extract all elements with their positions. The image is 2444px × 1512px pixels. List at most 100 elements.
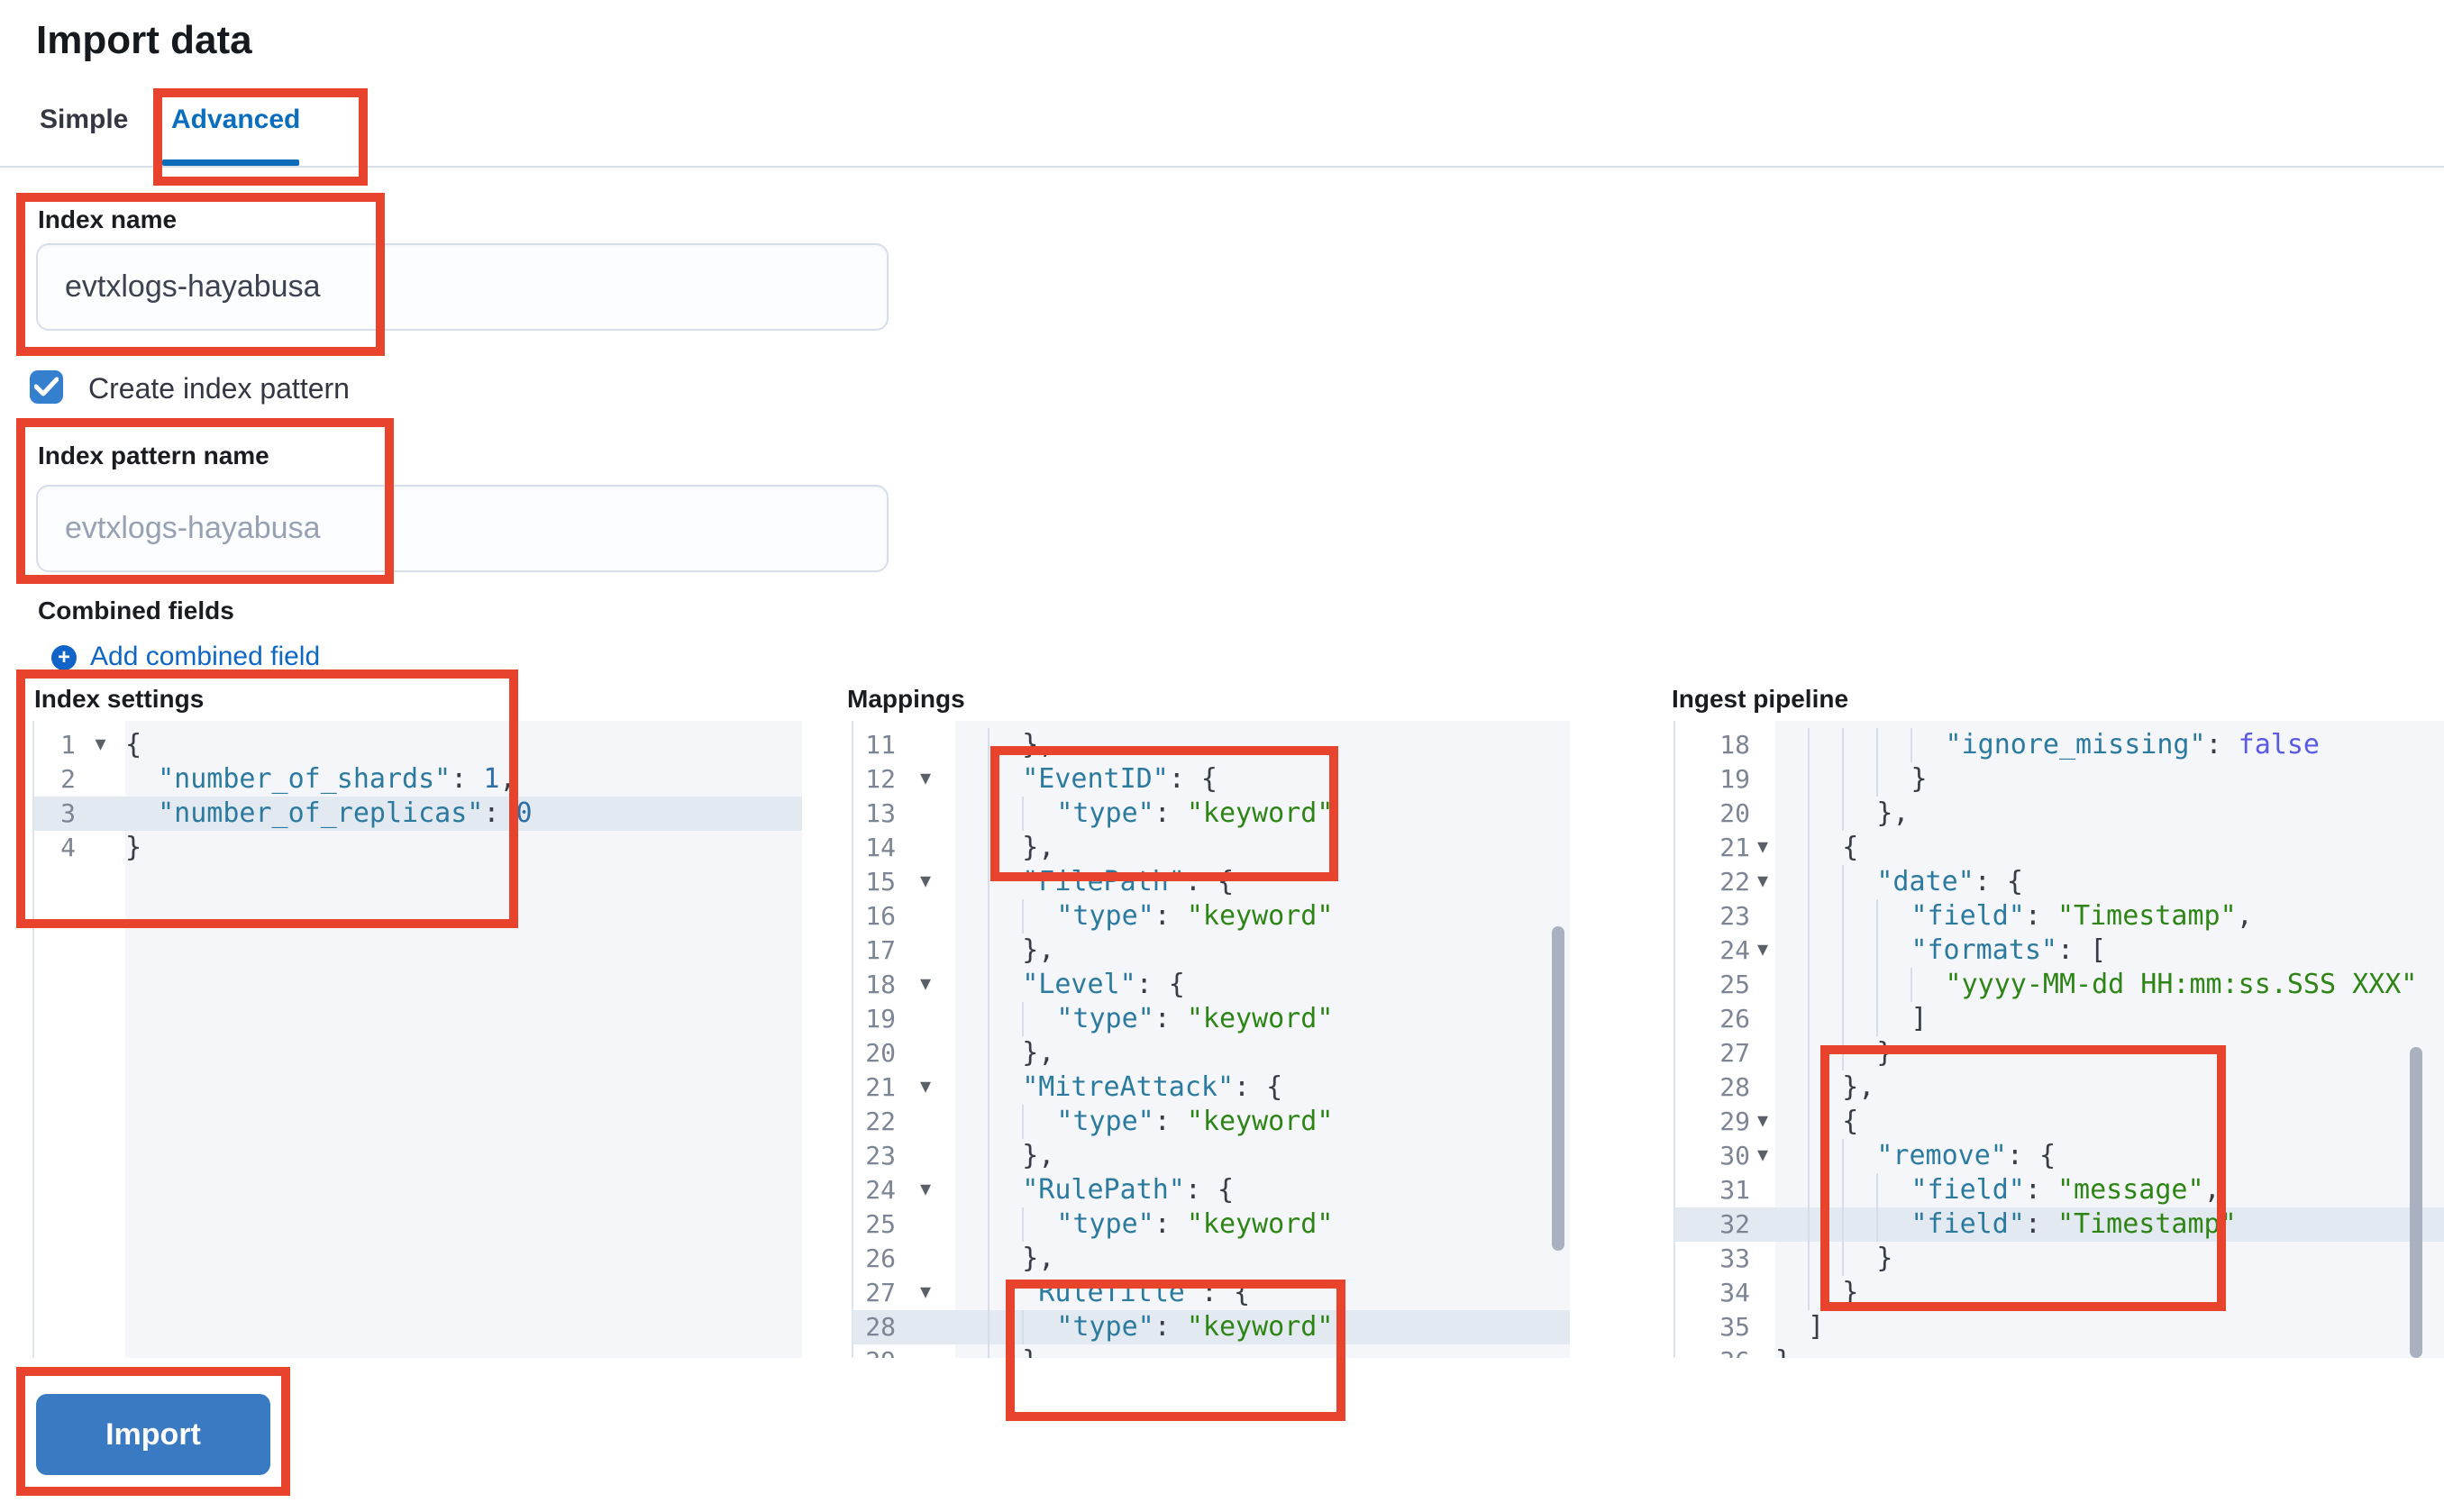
code-line: 29{ — [1675, 1105, 2444, 1139]
gutter-line-number: 4 — [60, 833, 76, 862]
code-text: "date": { — [1775, 865, 2444, 899]
code-text: "ignore_missing": false — [1775, 728, 2444, 762]
code-text: { — [1775, 1105, 2444, 1139]
code-line: 15"FilePath": { — [853, 865, 1570, 899]
gutter-line-number: 31 — [1719, 1175, 1750, 1205]
gutter-line-number: 19 — [1719, 764, 1750, 794]
gutter-line-number: 28 — [865, 1312, 896, 1342]
fold-arrow-icon[interactable] — [1750, 1106, 1775, 1139]
gutter-line-number: 20 — [1719, 798, 1750, 828]
create-index-pattern-checkbox[interactable] — [30, 370, 63, 404]
code-text: "field": "message", — [1775, 1173, 2444, 1207]
code-line: 30"remove": { — [1675, 1139, 2444, 1173]
mappings-editor[interactable]: 11},12"EventID": {13"type": "keyword"14}… — [852, 721, 1570, 1358]
tab-advanced[interactable]: Advanced — [171, 105, 301, 134]
gutter-line-number: 18 — [853, 968, 955, 1002]
index-settings-editor[interactable]: 1{2"number_of_shards": 1,3"number_of_rep… — [32, 721, 802, 1358]
gutter-line-number: 1 — [34, 728, 125, 762]
gutter-line-number: 27 — [853, 1276, 955, 1310]
fold-arrow-icon[interactable] — [896, 1071, 955, 1105]
code-text: } — [1775, 1344, 2444, 1358]
gutter-line-number: 36 — [1675, 1344, 1775, 1358]
gutter-line-number: 17 — [865, 935, 896, 965]
code-text: "Level": { — [955, 968, 1570, 1002]
gutter-line-number: 28 — [1719, 1072, 1750, 1102]
fold-arrow-icon[interactable] — [1750, 832, 1775, 865]
code-line: 36} — [1675, 1344, 2444, 1358]
code-background — [955, 721, 1570, 1358]
create-index-pattern-label: Create index pattern — [88, 372, 350, 405]
code-text: "type": "keyword" — [955, 1207, 1570, 1242]
ingest-pipeline-scrollbar-thumb[interactable] — [2410, 1047, 2422, 1358]
code-line: 23"field": "Timestamp", — [1675, 899, 2444, 934]
fold-arrow-icon[interactable] — [896, 969, 955, 1002]
gutter-line-number: 27 — [1719, 1038, 1750, 1068]
check-icon — [34, 377, 59, 396]
code-line: 27"RuleTitle": { — [853, 1276, 1570, 1310]
code-text: "RuleTitle": { — [955, 1276, 1570, 1310]
tabs-divider — [0, 166, 2444, 168]
add-combined-field-link[interactable]: Add combined field — [90, 642, 321, 671]
code-line: 35] — [1675, 1310, 2444, 1344]
code-text: "type": "keyword" — [955, 899, 1570, 934]
tab-simple[interactable]: Simple — [40, 105, 129, 134]
code-line: 28}, — [1675, 1070, 2444, 1105]
mappings-scrollbar-thumb[interactable] — [1552, 926, 1564, 1251]
ingest-pipeline-editor[interactable]: 18"ignore_missing": false19}20},21{22"da… — [1673, 721, 2444, 1358]
code-line: 32"field": "Timestamp" — [1675, 1207, 2444, 1242]
index-pattern-name-input[interactable] — [36, 485, 889, 572]
active-tab-underline — [162, 159, 299, 166]
code-line: 22"type": "keyword" — [853, 1105, 1570, 1139]
fold-arrow-icon[interactable] — [896, 763, 955, 797]
gutter-line-number: 23 — [1719, 901, 1750, 931]
code-line: 25"yyyy-MM-dd HH:mm:ss.SSS XXX" — [1675, 968, 2444, 1002]
code-line: 21"MitreAttack": { — [853, 1070, 1570, 1105]
code-line: 27} — [1675, 1036, 2444, 1070]
gutter-line-number: 22 — [865, 1107, 896, 1136]
code-text: ] — [1775, 1002, 2444, 1036]
code-line: 14}, — [853, 831, 1570, 865]
gutter-line-number: 25 — [865, 1209, 896, 1239]
gutter-line-number: 25 — [1719, 970, 1750, 999]
code-line: 18"ignore_missing": false — [1675, 728, 2444, 762]
code-line: 18"Level": { — [853, 968, 1570, 1002]
fold-arrow-icon[interactable] — [76, 729, 125, 762]
gutter-line-number: 21 — [853, 1070, 955, 1105]
code-text: "number_of_replicas": 0 — [158, 797, 533, 829]
gutter-line-number: 12 — [853, 762, 955, 797]
code-line: 26] — [1675, 1002, 2444, 1036]
code-text: } — [1775, 1242, 2444, 1276]
mappings-label: Mappings — [847, 685, 965, 713]
fold-arrow-icon[interactable] — [1750, 1140, 1775, 1173]
code-text: ] — [1808, 1311, 1825, 1343]
gutter-line-number: 22 — [1675, 865, 1775, 899]
gutter-line-number: 24 — [853, 1173, 955, 1207]
fold-arrow-icon[interactable] — [896, 1277, 955, 1310]
code-line: 13"type": "keyword" — [853, 797, 1570, 831]
index-name-input[interactable] — [36, 243, 889, 331]
gutter-line-number: 13 — [865, 798, 896, 828]
code-line: 33} — [1675, 1242, 2444, 1276]
code-line: 11}, — [853, 728, 1570, 762]
fold-arrow-icon[interactable] — [1750, 934, 1775, 968]
fold-arrow-icon[interactable] — [1750, 866, 1775, 899]
code-text: }, — [955, 1036, 1570, 1070]
gutter-line-number: 24 — [1675, 934, 1775, 968]
gutter-line-number: 23 — [865, 1141, 896, 1170]
fold-arrow-icon[interactable] — [896, 866, 955, 899]
code-line: 23}, — [853, 1139, 1570, 1173]
code-text: "MitreAttack": { — [955, 1070, 1570, 1105]
import-button[interactable]: Import — [36, 1394, 270, 1475]
code-line: 1{ — [34, 728, 802, 762]
code-line: 20}, — [853, 1036, 1570, 1070]
code-text: }, — [955, 1344, 1570, 1358]
code-text: "FilePath": { — [955, 865, 1570, 899]
code-text: "type": "keyword" — [955, 1310, 1570, 1344]
code-line: 12"EventID": { — [853, 762, 1570, 797]
fold-arrow-icon[interactable] — [896, 1174, 955, 1207]
annotation-box-advanced-tab — [153, 88, 368, 186]
code-line: 26}, — [853, 1242, 1570, 1276]
index-settings-label: Index settings — [34, 685, 205, 713]
plus-circle-icon[interactable]: + — [51, 645, 77, 670]
